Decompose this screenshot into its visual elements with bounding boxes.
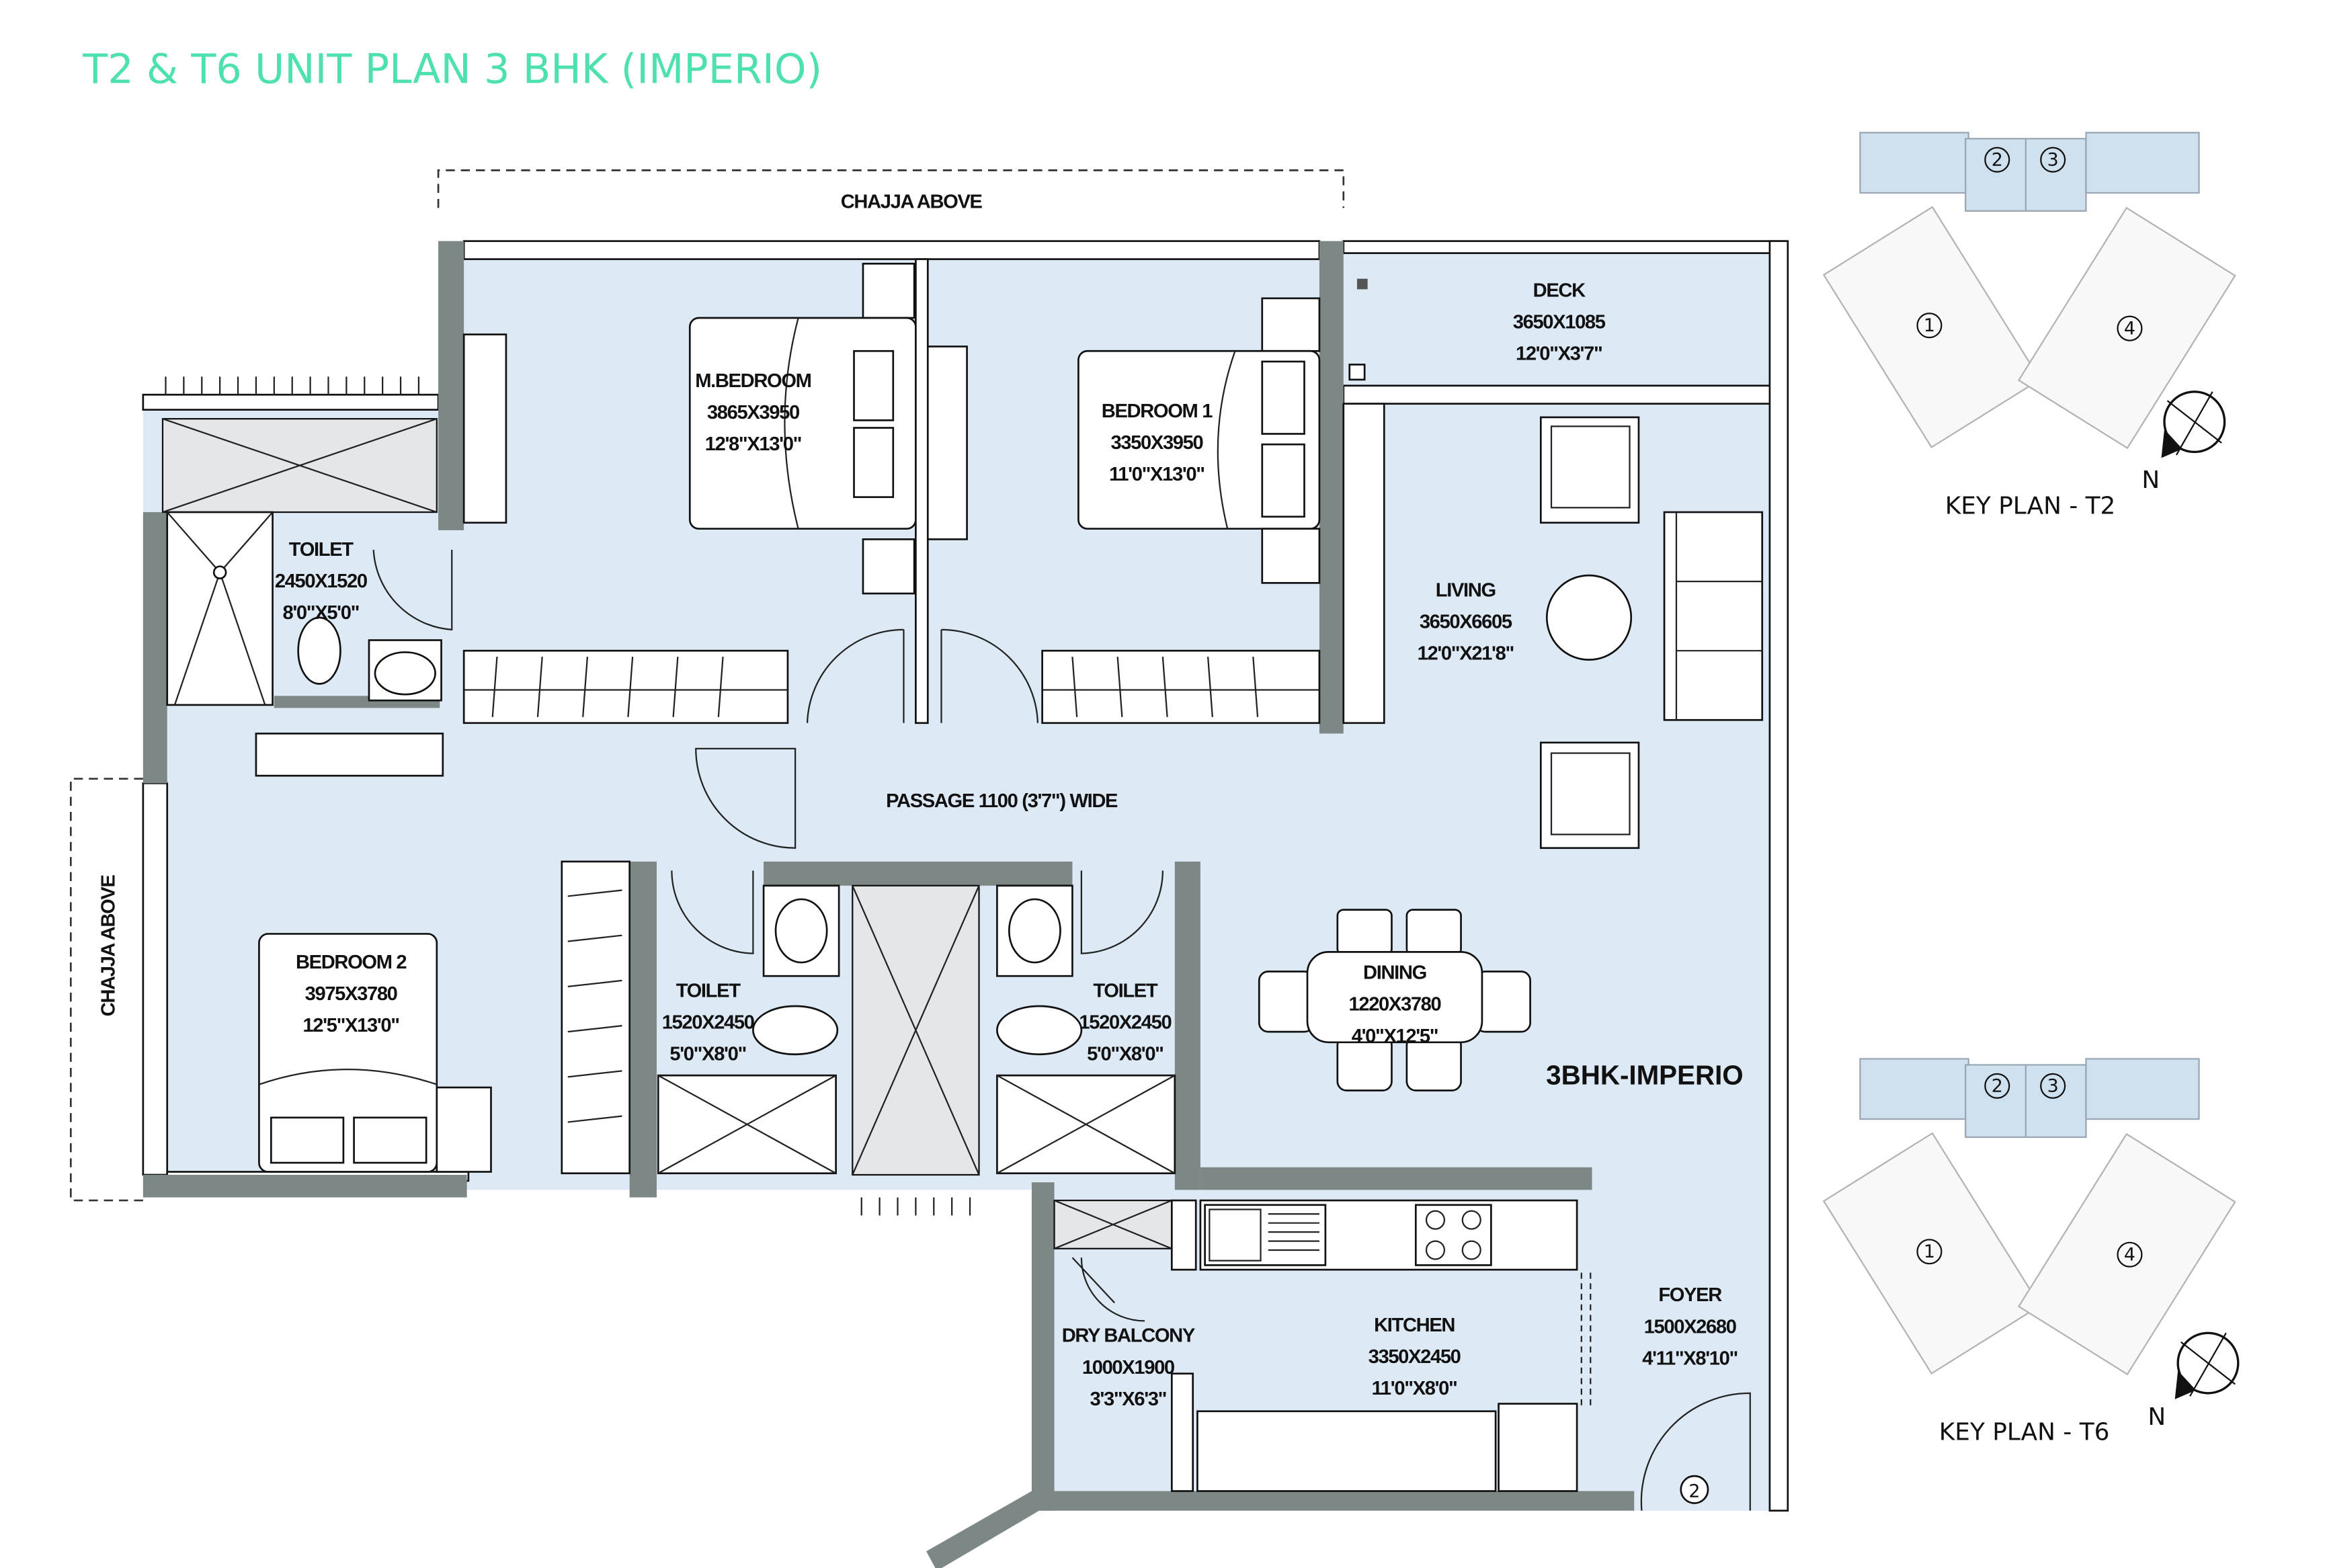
unit-2-number: 2 (1992, 150, 2003, 171)
dining-furniture (1258, 909, 1531, 1091)
plan-title: T2 & T6 UNIT PLAN 3 BHK (IMPERIO) (82, 46, 822, 93)
room-dining-metric: 1220X3780 (1348, 994, 1440, 1016)
chajja-left-label: CHAJJA ABOVE (97, 875, 119, 1017)
room-toilet-metric: 1520X2450 (662, 1012, 754, 1034)
north-compass-icon (2161, 390, 2226, 458)
room-m-bedroom-name: M.BEDROOM (695, 370, 811, 392)
room-bedroom-2-imperial: 12'5"X13'0" (302, 1015, 399, 1036)
room-kitchen-name: KITCHEN (1374, 1315, 1455, 1336)
room-bedroom-1-name: BEDROOM 1 (1102, 401, 1213, 422)
room-kitchen-metric: 3350X2450 (1369, 1346, 1461, 1368)
unit-3-marker-icon (2040, 147, 2066, 173)
room-bedroom-1-metric: 3350X3950 (1110, 432, 1202, 454)
chajja-top-label: CHAJJA ABOVE (841, 191, 983, 212)
foyer-marker: 2 (1688, 1481, 1700, 1502)
service-duct-cross (852, 885, 980, 1175)
entrance-door (1640, 1392, 1751, 1511)
room-toilet-imperial: 8'0"X5'0" (282, 602, 359, 624)
room-foyer-metric: 1500X2680 (1644, 1316, 1736, 1337)
room-bedroom-2-metric: 3975X3780 (305, 983, 397, 1005)
north-label: N (2148, 1403, 2166, 1431)
unit-2-marker-icon (1984, 147, 2010, 173)
unit-4-marker-icon (2117, 315, 2143, 341)
room-m-bedroom-imperial: 12'8"X13'0" (705, 434, 801, 455)
key-plan-t6: 1 2 3 4N KEY PLAN - T6 (1822, 1058, 2240, 1446)
room-bedroom-2-name: BEDROOM 2 (296, 952, 407, 973)
room-deck-name: DECK (1533, 280, 1586, 302)
room-living-imperial: 12'0"X21'8" (1418, 643, 1514, 665)
master-bedroom-furniture (462, 258, 968, 725)
room-foyer-imperial: 4'11"X8'10" (1642, 1348, 1738, 1369)
toilet-top-left-fixtures (161, 417, 453, 777)
key-plan-drawing: 1 2 3 4 (1822, 1058, 2236, 1376)
room-kitchen-imperial: 11'0"X8'0" (1372, 1378, 1457, 1399)
room-toilet-name: TOILET (676, 981, 741, 1002)
room-dining-imperial: 4'0"X12'5" (1352, 1026, 1438, 1047)
north-compass-icon (2174, 1331, 2240, 1399)
deck-duct (1348, 364, 1366, 381)
key-plan-label: KEY PLAN - T6 (1939, 1418, 2110, 1446)
key-plan-drawing: 1 2 3 4 (1822, 132, 2236, 450)
unit-1-marker-icon (1916, 313, 1943, 339)
room-dry-balcony-imperial: 3'3"X6'3" (1090, 1389, 1167, 1410)
toilet-mid-left-fixtures (657, 870, 840, 1175)
unit-2-number: 2 (1992, 1076, 2003, 1097)
kitchen-fixtures (1053, 1199, 1592, 1492)
key-plan-t2: 1 2 3 4N KEY PLAN - T2 (1822, 132, 2236, 520)
room-dry-balcony-metric: 1000X1900 (1082, 1357, 1174, 1378)
unit-3-marker-icon (2040, 1073, 2066, 1099)
room-labels: M.BEDROOM 3865X3950 12'8"X13'0" BEDROOM 1 33… (275, 280, 1739, 1410)
unit-2-marker-icon (1984, 1073, 2010, 1099)
room-foyer-name: FOYER (1658, 1284, 1722, 1306)
bedroom-2-furniture (258, 860, 630, 1175)
unit-3-number: 3 (2047, 150, 2059, 171)
passage-label: PASSAGE 1100 (3'7") WIDE (886, 790, 1118, 812)
room-toilet-name: TOILET (289, 539, 354, 561)
foyer-marker-circle (1680, 1475, 1709, 1504)
room-toilet-name: TOILET (1093, 981, 1158, 1002)
unit-4-marker-icon (2117, 1241, 2143, 1268)
passage-door (695, 747, 797, 849)
deck-drain (1356, 278, 1368, 290)
walls (142, 241, 1635, 1568)
room-toilet-metric: 2450X1520 (275, 571, 367, 592)
unit-4-number: 4 (2124, 1245, 2135, 1266)
living-furniture (1539, 416, 1764, 850)
key-plan-label: KEY PLAN - T2 (1945, 492, 2116, 520)
toilet-mid-right-fixtures (996, 870, 1176, 1175)
room-m-bedroom-metric: 3865X3950 (707, 402, 799, 423)
room-dry-balcony-name: DRY BALCONY (1062, 1325, 1195, 1347)
chajja-left-outline (69, 778, 143, 1202)
room-toilet-imperial: 5'0"X8'0" (669, 1044, 746, 1065)
room-toilet-metric: 1520X2450 (1079, 1012, 1171, 1034)
unit-1-number: 1 (1924, 1241, 1935, 1262)
unit-3-number: 3 (2047, 1076, 2059, 1097)
room-deck-imperial: 12'0"X3'7" (1516, 343, 1602, 365)
room-dining-name: DINING (1363, 962, 1426, 984)
room-toilet-imperial: 5'0"X8'0" (1087, 1044, 1164, 1065)
unit-1-marker-icon (1916, 1239, 1943, 1265)
room-bedroom-1-imperial: 11'0"X13'0" (1109, 464, 1205, 485)
unit-4-number: 4 (2124, 319, 2135, 339)
north-label: N (2141, 466, 2160, 494)
bedroom-1-furniture (940, 297, 1385, 725)
unit-type-label: 3BHK-IMPERIO (1546, 1060, 1744, 1091)
room-living-name: LIVING (1436, 580, 1496, 602)
chajja-top-outline (437, 169, 1345, 208)
room-deck-metric: 3650X1085 (1513, 312, 1606, 333)
room-living-metric: 3650X6605 (1420, 612, 1512, 633)
unit-1-number: 1 (1924, 315, 1935, 336)
